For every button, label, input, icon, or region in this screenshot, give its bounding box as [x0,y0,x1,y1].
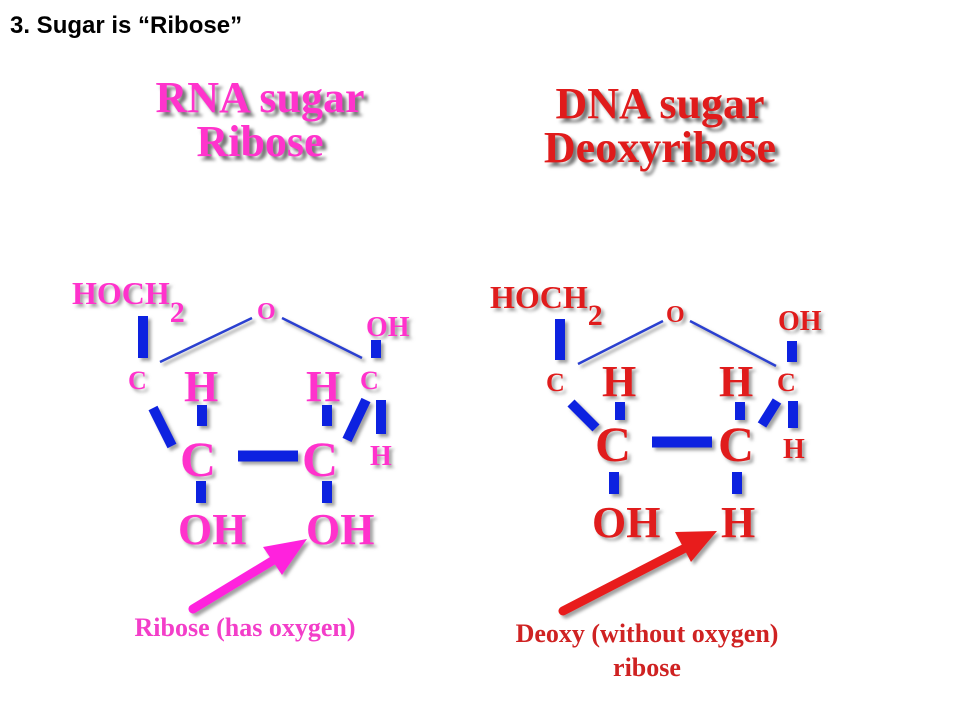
dna-bond-o-c1 [689,319,777,368]
dna-heading: DNA sugar Deoxyribose [500,82,820,170]
dna-heading-line2: Deoxyribose [543,123,777,172]
rna-c4-label: C [128,366,147,395]
rna-ring-oxygen: O [257,299,276,325]
rna-bond-c4-c3 [148,405,177,449]
rna-ribose-structure: HOCH2 O OH C C H H H C C OH OH [72,275,410,614]
dna-hoch2-label: HOCH2 [490,279,603,332]
dna-deoxyribose-structure: HOCH2 O OH C C H H H C C OH H [490,279,822,616]
rna-heading-line2: Ribose [196,117,324,166]
rna-c1-label: C [360,366,379,395]
dna-c4-label: C [546,368,565,397]
dna-oh-left-label: OH [592,498,660,547]
dna-c1-oh-label: OH [778,306,822,337]
dna-caption-line1: Deoxy (without oxygen) [515,619,779,648]
rna-hoch2-label: HOCH2 [72,275,185,329]
dna-bond-c1-c2 [757,398,782,428]
dna-h-right-label: H [719,357,753,406]
rna-c2-label: C [302,431,338,487]
dna-h-left-label: H [602,357,636,406]
rna-h-right-label: H [306,362,340,411]
dna-h-bottom-label: H [721,498,755,547]
rna-c3-label: C [180,431,216,487]
dna-bond-c4-o [577,319,664,366]
rna-heading: RNA sugar Ribose [110,76,410,164]
rna-oh-right-label: OH [306,505,374,554]
slide-title: 3. Sugar is “Ribose” [10,12,243,39]
dna-pointer-arrow [558,531,717,616]
dna-heading-line1: DNA sugar [555,79,765,128]
dna-c1-h-label: H [783,434,805,465]
rna-bond-c1-c2 [342,397,371,443]
dna-c2-label: C [718,416,754,472]
dna-ring-oxygen: O [666,302,685,328]
rna-c1-h-label: H [370,441,392,472]
rna-heading-line1: RNA sugar [155,73,365,122]
rna-caption: Ribose (has oxygen) [134,613,356,642]
rna-pointer-arrow [188,539,307,614]
rna-h-left-label: H [184,362,218,411]
rna-c1-oh-label: OH [366,312,410,343]
rna-bond-o-c1 [281,316,363,360]
dna-caption: Deoxy (without oxygen) ribose [462,617,832,685]
rna-bond-c4-o [159,316,253,364]
dna-caption-line2: ribose [613,653,681,682]
dna-c3-label: C [595,416,631,472]
dna-bond-c4-c3 [567,399,600,432]
rna-oh-left-label: OH [178,505,246,554]
dna-c1-label: C [777,368,796,397]
